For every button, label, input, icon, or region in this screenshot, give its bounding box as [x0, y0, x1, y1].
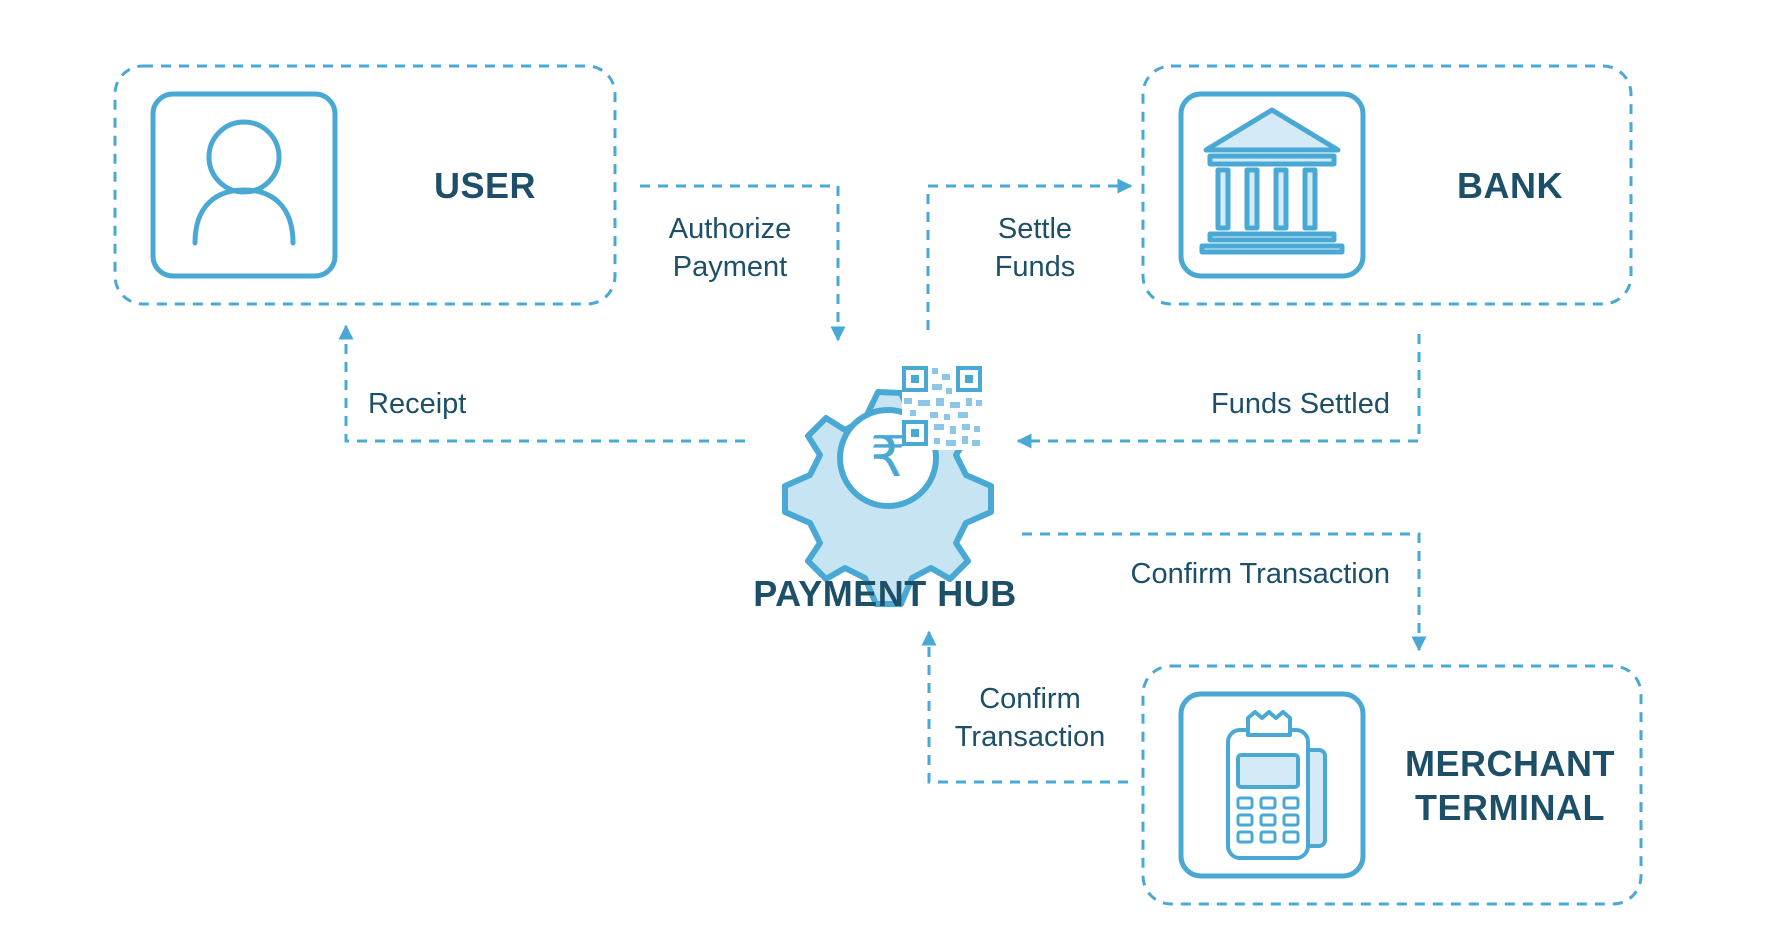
- user-node-title: USER: [433, 165, 537, 206]
- payment-hub-title: PAYMENT HUB: [753, 573, 1017, 614]
- bank-node-title: BANK: [1457, 165, 1563, 206]
- merchant-node-title: MERCHANT TERMINAL: [1405, 743, 1615, 828]
- edge-settle-funds: [926, 178, 1133, 330]
- edge-authorize-payment: [640, 184, 846, 342]
- edge-label-funds-settled: Funds Settled: [1211, 388, 1390, 420]
- edge-confirm-to-merchant: [1022, 532, 1427, 652]
- bank-node-box: [1141, 64, 1633, 306]
- bank-icon-frame: [1178, 91, 1366, 279]
- qr-code-icon: [902, 366, 984, 450]
- merchant-icon-frame: [1178, 691, 1366, 879]
- user-node-box: [113, 64, 617, 306]
- bank-icon: [1199, 107, 1345, 255]
- edge-label-authorize-payment: Authorize Payment: [668, 213, 792, 283]
- payment-hub-icon: [782, 366, 994, 607]
- pos-terminal-icon: [1226, 710, 1327, 860]
- rupee-symbol: ₹: [870, 425, 906, 490]
- user-icon: [192, 119, 296, 246]
- edge-label-confirm-to-hub: Confirm Transaction: [954, 683, 1106, 753]
- edge-label-receipt: Receipt: [368, 388, 467, 420]
- user-icon-frame: [150, 91, 338, 279]
- edge-label-settle-funds: Settle Funds: [994, 213, 1076, 283]
- merchant-node-box: [1141, 664, 1643, 906]
- edge-confirm-to-hub: [921, 630, 1128, 784]
- edge-label-confirm-to-merchant: Confirm Transaction: [1130, 558, 1391, 590]
- edge-receipt: [338, 324, 745, 443]
